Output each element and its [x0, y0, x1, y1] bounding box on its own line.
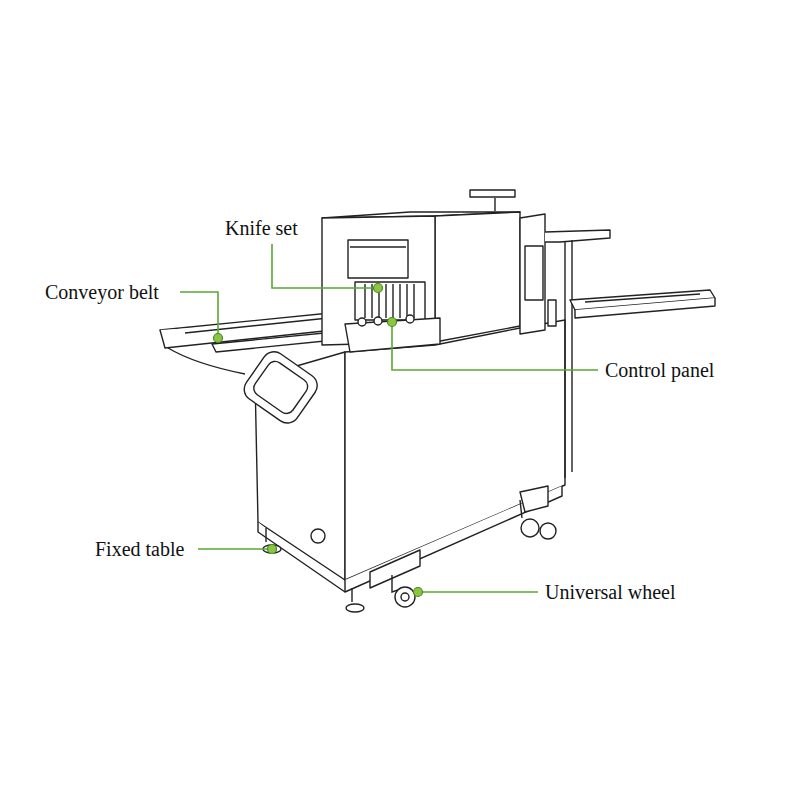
- motor: [240, 347, 322, 428]
- control-panel-block: [406, 315, 414, 323]
- outfeed-assembly: [565, 240, 572, 478]
- leader-line: [180, 244, 598, 592]
- legs-and-wheels: [521, 519, 539, 537]
- leader-line: [180, 292, 218, 334]
- legs-and-wheels: [401, 593, 409, 601]
- legs-and-wheels: [311, 529, 325, 543]
- machine-body: [258, 522, 345, 592]
- knife-housing: [350, 246, 406, 247]
- infeed-conveyor: [168, 348, 245, 374]
- machine-body: [370, 550, 420, 588]
- control-panel-block: [374, 317, 382, 325]
- part-label: Control panel: [605, 359, 714, 382]
- outfeed-assembly: [545, 230, 610, 242]
- machine-body: [520, 486, 548, 512]
- leader-line: [422, 591, 538, 593]
- legs-and-wheels: [351, 588, 352, 602]
- legs-and-wheels: [346, 604, 364, 612]
- motor: [251, 358, 311, 416]
- control-panel-block: [358, 318, 366, 326]
- legs-and-wheels: [540, 523, 556, 539]
- knife-housing: [435, 212, 520, 342]
- machine-body: [345, 486, 562, 592]
- outfeed-assembly: [575, 298, 715, 318]
- leader-dot: [414, 588, 423, 597]
- knife-housing: [348, 240, 408, 278]
- outfeed-assembly: [525, 246, 543, 300]
- legs-and-wheels: [520, 500, 522, 518]
- outfeed-assembly: [548, 300, 556, 326]
- leader-line: [272, 244, 374, 288]
- legs-and-wheels: [265, 528, 266, 542]
- leader-line: [198, 548, 268, 550]
- leader-dot: [214, 334, 223, 343]
- outfeed-assembly: [520, 214, 715, 478]
- leader-line: [392, 326, 598, 370]
- legs-and-wheels: [395, 587, 415, 607]
- infeed-conveyor: [185, 317, 338, 333]
- knife-housing: [365, 284, 414, 318]
- part-label: Conveyor belt: [45, 281, 159, 304]
- leader-dot: [268, 545, 277, 554]
- part-label: Universal wheel: [545, 581, 676, 604]
- part-label: Fixed table: [95, 538, 184, 561]
- knife-housing: [494, 198, 495, 211]
- leader-dot: [388, 318, 397, 327]
- part-label: Knife set: [225, 217, 298, 240]
- motor: [240, 347, 322, 428]
- leader-dot: [374, 284, 383, 293]
- machine-body: [255, 320, 565, 592]
- leader-dot: [214, 284, 423, 597]
- outfeed-assembly: [520, 214, 545, 334]
- knife-housing: [470, 190, 515, 197]
- legs-and-wheels: [263, 500, 556, 612]
